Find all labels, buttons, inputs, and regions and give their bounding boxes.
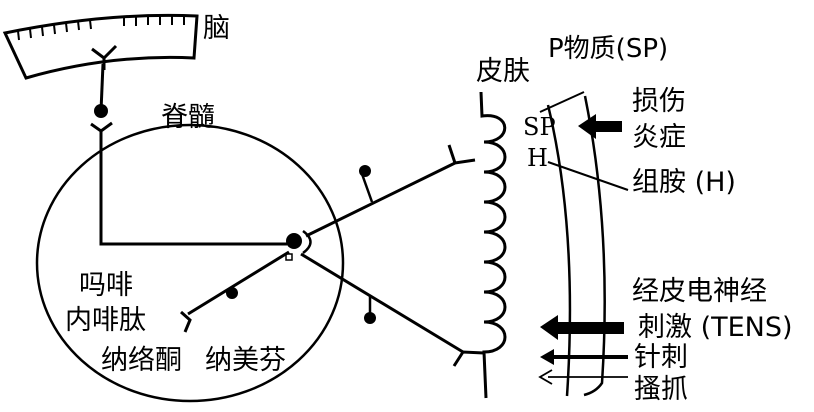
upper-afferent-fiber: [305, 161, 456, 238]
tens-label-line2: 刺激 (TENS): [638, 312, 793, 343]
histamine-leader-line: [547, 161, 629, 191]
morphine-label: 吗啡: [79, 270, 133, 301]
skin-layer-outer: [583, 95, 606, 397]
brain-tick-marks: [17, 16, 185, 41]
skin-wavy-line: [479, 91, 507, 399]
lower-fiber-node: [364, 312, 376, 324]
naloxone-label: 纳络酮: [101, 345, 182, 376]
skin-label: 皮肤: [476, 56, 530, 87]
ascending-axon-upper: [99, 63, 105, 112]
sp-marker: SP: [523, 113, 556, 141]
skin-layer-inner: [546, 104, 572, 397]
tens-arrow: [540, 315, 624, 340]
interneuron-axon: [187, 250, 290, 316]
upper-fiber-node: [359, 165, 371, 177]
spinal-cord-label: 脊髓: [161, 102, 215, 133]
interneuron-terminal: [285, 253, 293, 261]
acupuncture-label: 针刺: [634, 342, 688, 373]
scratch-label: 搔抓: [634, 374, 688, 405]
histamine-label: 组胺 (H): [632, 167, 736, 198]
scratch-arrow-head: [538, 369, 553, 385]
lower-afferent-fiber: [300, 252, 464, 354]
interneuron-body: [226, 287, 238, 299]
inflammation-label: 炎症: [632, 122, 686, 153]
tens-label-line1: 经皮电神经: [632, 276, 767, 307]
brain-neuron-fork: [91, 44, 118, 60]
sp-leader-line: [539, 91, 585, 113]
ascending-fork: [90, 121, 113, 133]
h-marker: H: [527, 144, 548, 172]
lower-afferent-ending: [452, 350, 485, 367]
acupuncture-arrow-head: [540, 349, 554, 365]
interneuron-ending: [180, 310, 192, 333]
injury-label: 损伤: [632, 86, 686, 117]
spinal-cord-oval: [35, 123, 345, 403]
endorphin-label: 内啡肽: [65, 305, 146, 336]
substance-p-label: P物质(SP): [548, 34, 669, 64]
upper-fiber-branch: [360, 173, 374, 203]
brain-shape: [2, 13, 199, 80]
brain-label: 脑: [203, 13, 230, 44]
nalmefene-label: 纳美芬: [205, 345, 286, 376]
injury-arrow: [578, 114, 622, 139]
upper-afferent-ending: [447, 144, 476, 165]
ascending-axon: [99, 131, 287, 246]
synapse-cup: [302, 229, 312, 255]
synapse-body: [286, 233, 302, 249]
